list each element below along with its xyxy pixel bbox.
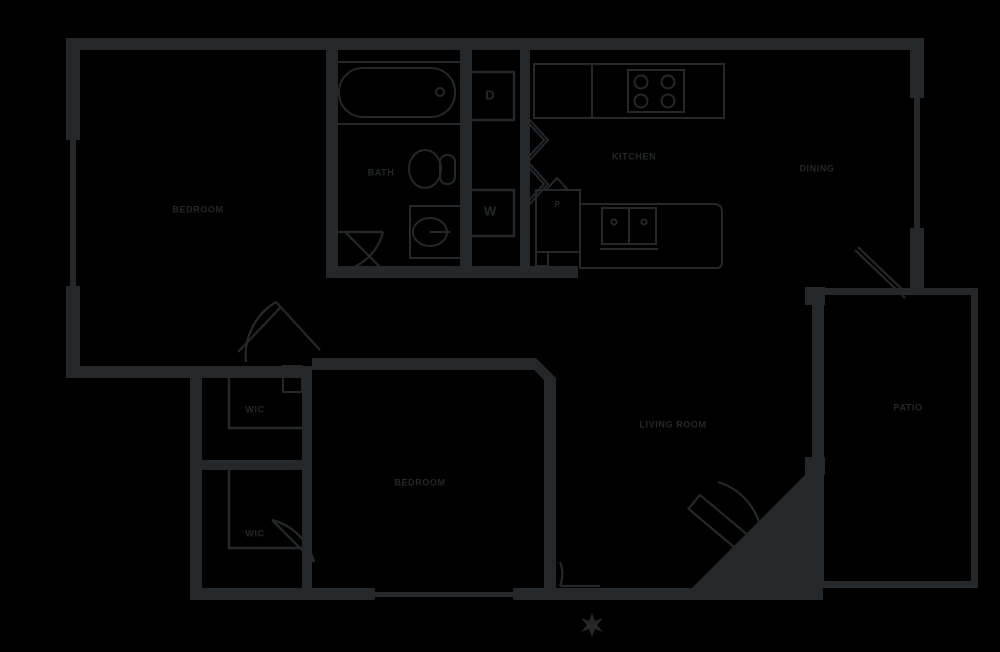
bedroom2-south-door-swing-arc <box>558 561 564 587</box>
room-label-bedroom-2: BEDROOM <box>394 477 445 487</box>
bedroom2-upper-door-leaf <box>275 301 321 351</box>
entry-door-leaf <box>686 493 762 561</box>
wall-living-patio-divider <box>812 288 824 468</box>
patio-slider-leaf-2 <box>857 246 909 296</box>
wall-wic-left <box>190 366 202 600</box>
wall-bedroom2-east-upper <box>544 378 556 458</box>
bedroom1-door-swing-arc <box>331 231 385 274</box>
wall-lower-corridor-bottom <box>326 266 530 278</box>
wic1-nook <box>282 365 303 393</box>
room-label-bedroom-1: BEDROOM <box>172 204 223 214</box>
wall-exterior-bottom-left <box>190 588 375 600</box>
wall-entry-stub <box>613 588 693 600</box>
vanity-counter <box>409 205 463 259</box>
range-burner-icon <box>633 93 649 109</box>
wall-living-patio-lower <box>812 468 824 588</box>
appliance-label-pantry: P <box>554 200 560 209</box>
wall-wic-bedroom2-divider <box>302 366 312 600</box>
wic1-outline <box>227 366 302 430</box>
kitchen-counter-top <box>591 63 725 119</box>
wic2-door-swing-arc <box>271 518 316 563</box>
corridor-zigzag-detail-2 <box>526 117 550 207</box>
wall-exterior-top <box>66 38 924 50</box>
wall-entry-angled <box>692 468 812 588</box>
labels-group: BEDROOM BATH KITCHEN DINING LIVING ROOM … <box>172 87 922 538</box>
corridor-zigzag-detail <box>522 117 546 207</box>
wall-kitchen-south <box>530 266 578 278</box>
room-label-dining: DINING <box>799 163 834 173</box>
wall-bedroom2-top <box>312 358 536 370</box>
wall-exterior-left-lower <box>66 286 80 378</box>
room-label-wic-1: WIC <box>245 404 264 414</box>
walls-group <box>66 38 978 600</box>
dryer-box <box>468 70 516 122</box>
wall-patio-bottom <box>818 581 978 588</box>
pantry-box <box>535 189 581 253</box>
wic-outlines-group <box>227 366 312 550</box>
range-burner-icon <box>633 74 649 90</box>
north-indicator <box>581 613 603 637</box>
refrigerator-box <box>533 63 593 119</box>
range-cooktop-body <box>627 69 685 113</box>
wic1-door-leaf <box>237 307 281 353</box>
room-label-bath: BATH <box>368 167 395 177</box>
wall-patio-right <box>971 288 978 588</box>
toilet-bowl-icon <box>408 149 442 189</box>
wall-wic-divider <box>190 460 312 470</box>
toilet-tank-icon <box>439 154 456 185</box>
room-label-kitchen: KITCHEN <box>612 151 656 161</box>
wall-exterior-right-lower <box>910 228 924 290</box>
windows-group <box>72 100 918 595</box>
kitchen-group <box>533 63 725 269</box>
wall-exterior-bottom-mid <box>513 588 613 600</box>
doors-group <box>237 230 909 588</box>
kitchen-sink-drain-icon <box>640 218 648 226</box>
patio-slider-leaf <box>854 249 906 299</box>
wall-bedroom2-east-lower <box>544 458 556 590</box>
bathtub-drain-icon <box>435 87 445 97</box>
laundry-group <box>468 70 516 238</box>
kitchen-sink-drain-icon <box>610 218 618 226</box>
detail-lines-group <box>282 117 825 475</box>
bathtub-enclosure <box>331 61 463 125</box>
appliance-label-dryer: D <box>485 87 494 102</box>
washer-box <box>468 188 516 238</box>
entry-door-swing-arc <box>717 480 764 541</box>
bath-fixtures-group <box>331 61 463 259</box>
wic2-outline <box>227 470 312 550</box>
wall-exterior-left-upper <box>66 38 80 140</box>
room-label-wic-2: WIC <box>245 528 264 538</box>
bathtub-basin <box>338 67 456 118</box>
pantry-base <box>535 251 549 267</box>
bedroom2-upper-door-swing-arc <box>244 301 277 363</box>
pantry-roof-icon <box>545 176 569 191</box>
wall-bath-west <box>326 50 338 278</box>
patio-post-marker-2 <box>805 457 825 475</box>
range-burner-icon <box>660 74 676 90</box>
kitchen-island-outline <box>579 203 723 269</box>
patio-post-marker <box>805 287 825 305</box>
range-burner-icon <box>660 93 676 109</box>
room-label-patio: PATIO <box>893 402 922 412</box>
room-label-living-room: LIVING ROOM <box>639 419 706 429</box>
bath-door-leaf <box>344 231 384 271</box>
appliance-label-washer: W <box>484 203 497 218</box>
compass-star-icon <box>581 613 603 637</box>
wic2-door-leaf <box>271 519 315 563</box>
wall-exterior-right-upper <box>910 38 924 98</box>
wall-bedroom1-bottom <box>66 366 306 378</box>
